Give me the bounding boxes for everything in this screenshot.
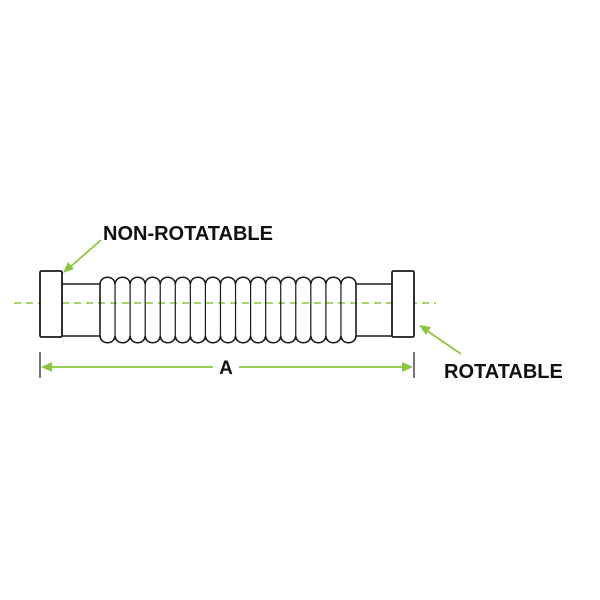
dimension-label: A — [219, 358, 233, 379]
dimension-arrowhead-right — [402, 362, 413, 372]
dimension-arrowhead-left — [41, 362, 52, 372]
rotatable-label: ROTATABLE — [444, 361, 563, 383]
non-rotatable-callout: NON-ROTATABLE — [63, 223, 273, 273]
rotatable-leader — [425, 329, 462, 355]
left-tube-section — [62, 283, 101, 337]
non-rotatable-label: NON-ROTATABLE — [103, 223, 273, 245]
dimension-a: A — [39, 352, 415, 379]
hose-bottom-outline — [99, 335, 357, 344]
rotatable-arrowhead — [419, 325, 431, 335]
non-rotatable-leader — [68, 239, 102, 269]
right-fitting-rotatable — [391, 270, 415, 338]
rotatable-callout: ROTATABLE — [419, 325, 563, 383]
hose-ribs — [114, 284, 342, 336]
non-rotatable-arrowhead — [63, 262, 74, 273]
left-fitting-non-rotatable — [39, 270, 63, 338]
hose-top-outline — [99, 276, 357, 285]
right-tube-section — [355, 283, 392, 337]
corrugated-hose — [99, 276, 357, 344]
